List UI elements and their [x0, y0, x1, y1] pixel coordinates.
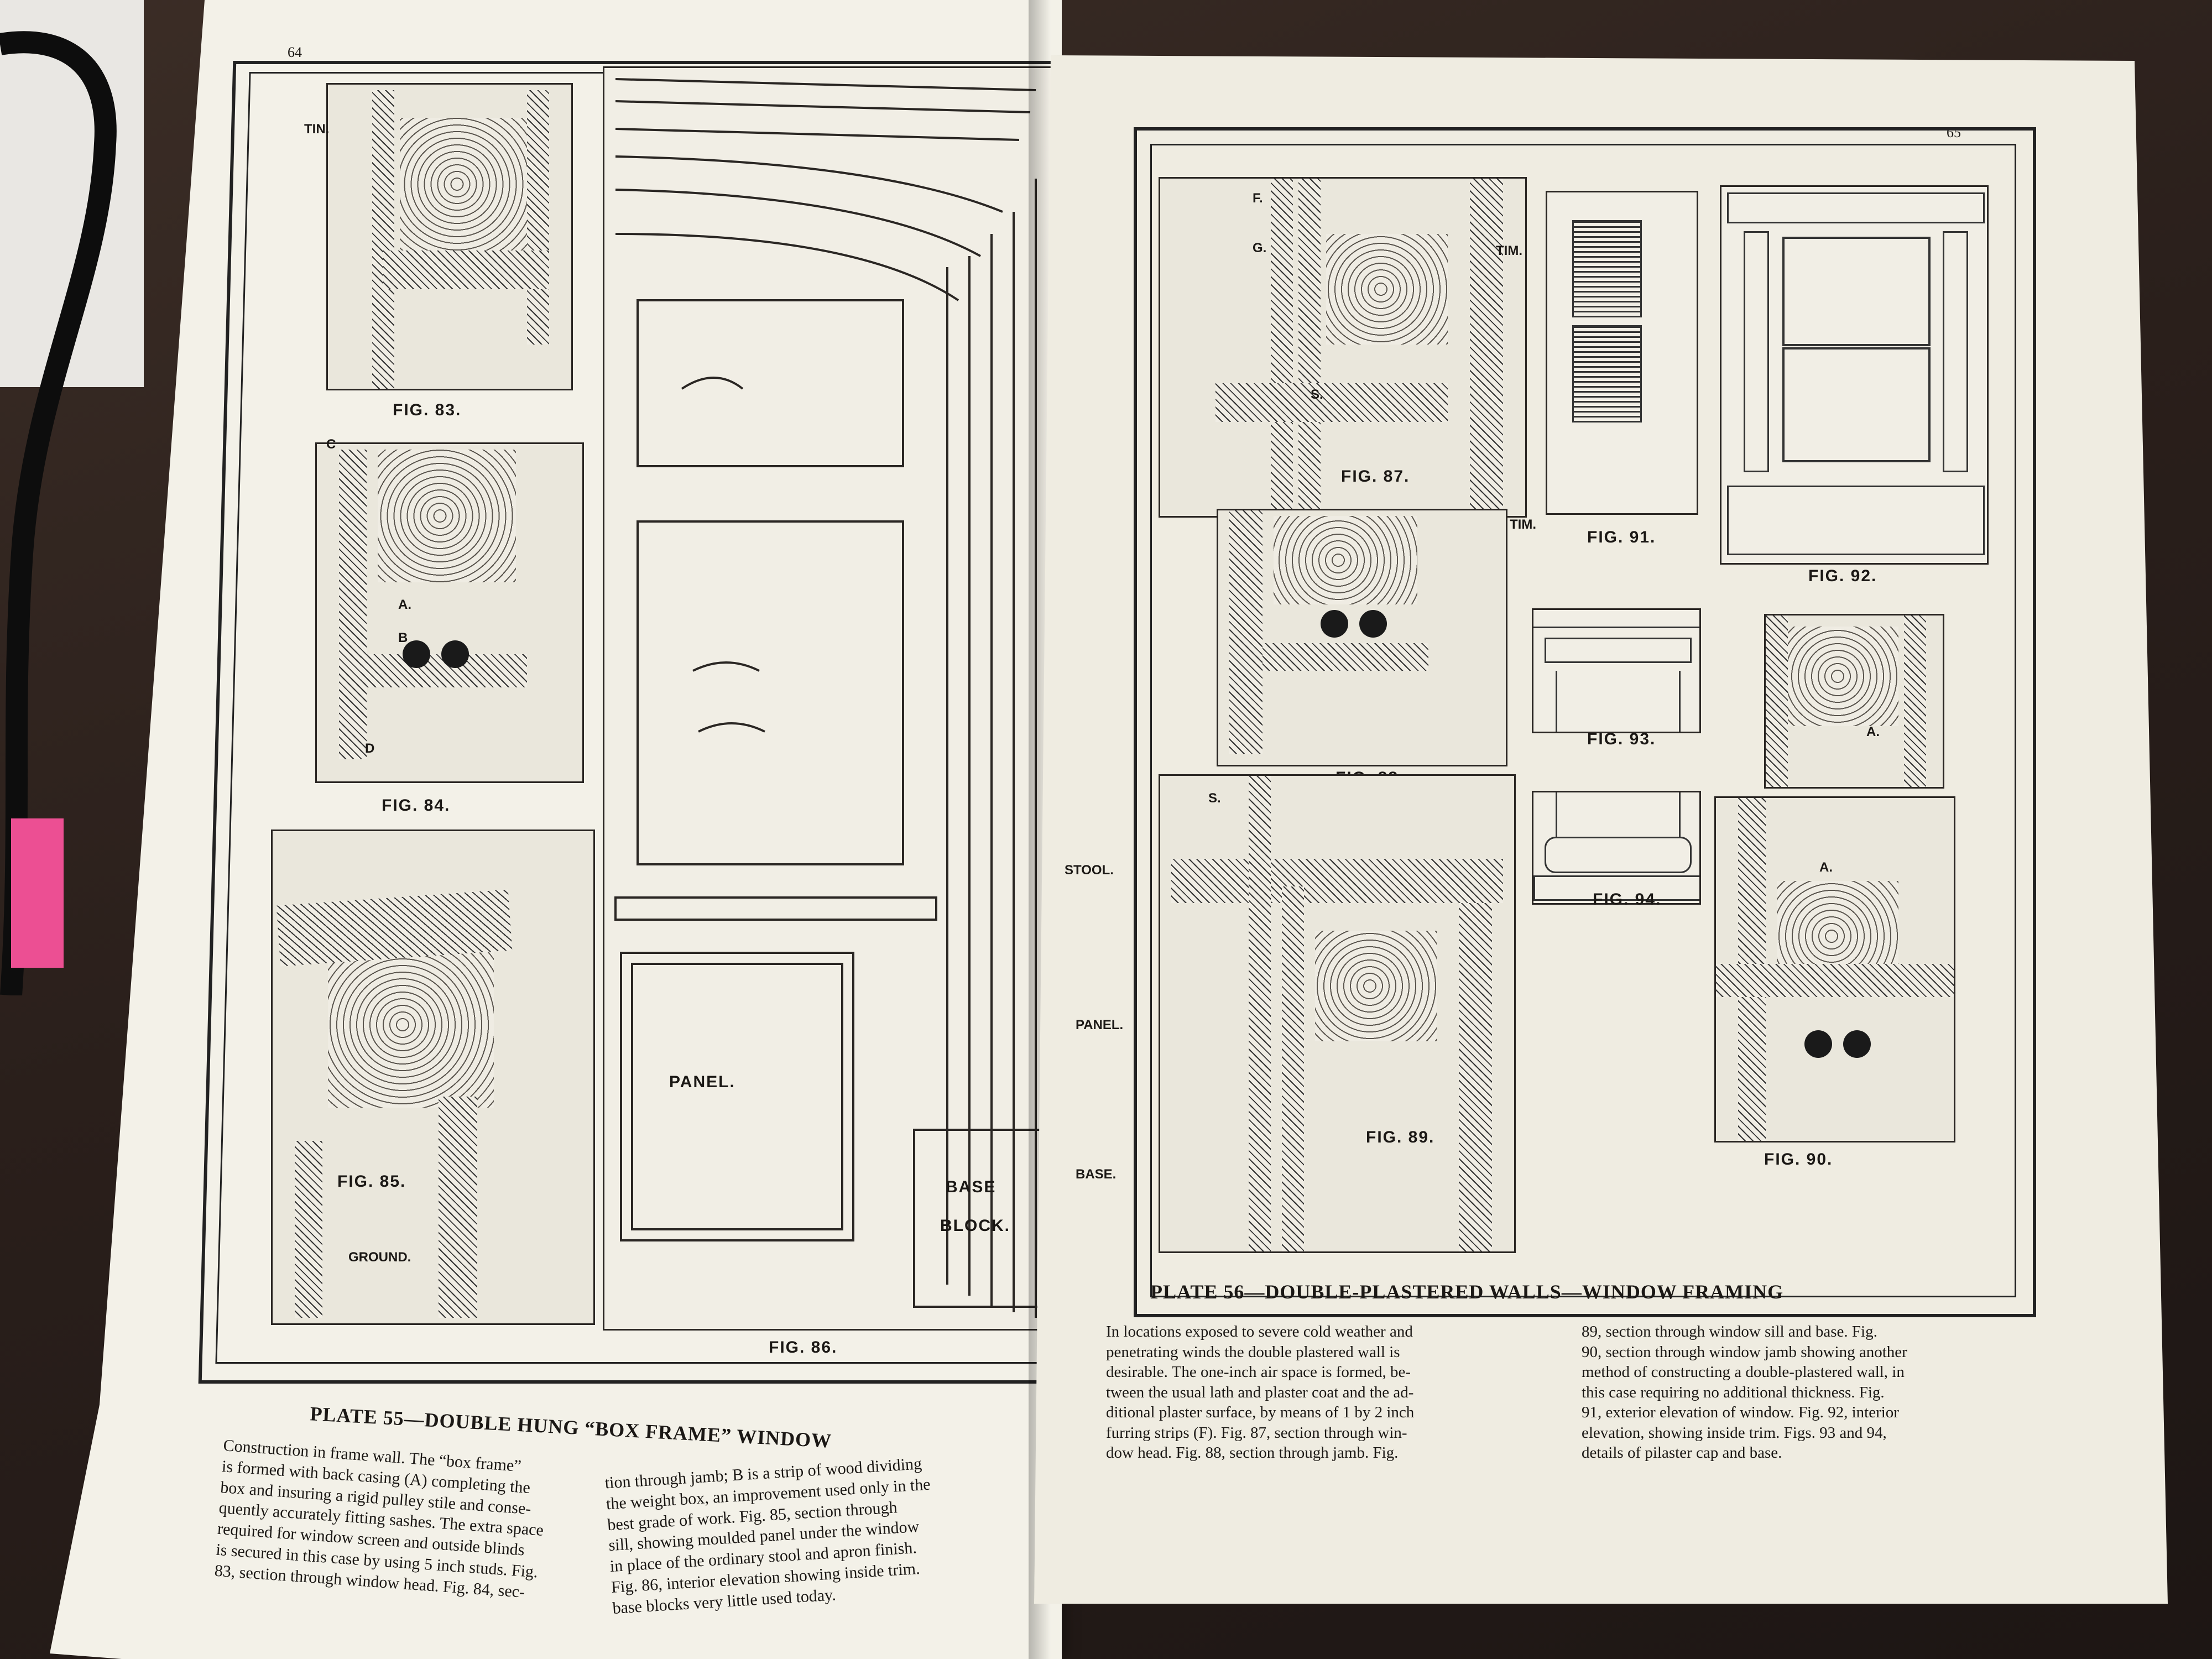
fig-92-label: FIG. 92. [1808, 567, 1877, 585]
black-cable [0, 31, 117, 995]
label-panel: PANEL. [669, 1073, 735, 1091]
label-g: G. [1253, 241, 1267, 255]
caption-line: ditional plaster surface, by means of 1 … [1106, 1404, 1415, 1422]
caption-line: method of constructing a double-plastere… [1582, 1363, 1905, 1381]
fig-90-label: FIG. 90. [1764, 1150, 1833, 1168]
fig-84-drawing [315, 442, 584, 783]
caption-line: 90, section through window jamb showing … [1582, 1343, 1907, 1361]
fig-86-drawing [603, 66, 1060, 1331]
fig-91-drawing [1546, 191, 1698, 515]
label-panel: PANEL. [1076, 1018, 1124, 1032]
label-a: A. [1819, 860, 1833, 875]
fig-87-drawing [1159, 177, 1527, 518]
label-ground: GROUND. [348, 1250, 411, 1265]
caption-line: furring strips (F). Fig. 87, section thr… [1106, 1423, 1407, 1442]
label-d: D [365, 741, 375, 756]
label-tim: TIM. [1510, 517, 1536, 532]
left-page: 64 TIN. FIG. 83. C A. B D FIG. 84. FIG. … [50, 0, 1089, 1659]
label-s: S. [1311, 387, 1323, 402]
fig-90-upper-drawing [1764, 614, 1944, 789]
right-page: 65 TIM. F. G. S. FIG. 87. TIM. FIG. 88. … [1034, 55, 2168, 1604]
caption-line: elevation, showing inside trim. Figs. 93… [1582, 1423, 1887, 1442]
fig-84-label: FIG. 84. [382, 796, 451, 815]
label-stool: STOOL. [1065, 863, 1114, 878]
caption-line: In locations exposed to severe cold weat… [1106, 1323, 1413, 1340]
fig-92-drawing [1720, 185, 1989, 565]
label-base: BASE. [1076, 1167, 1117, 1182]
fig-91-label: FIG. 91. [1587, 528, 1656, 546]
label-f: F. [1253, 191, 1263, 206]
label-block: BLOCK. [940, 1217, 1010, 1235]
fig-94-label: FIG. 94. [1593, 890, 1662, 909]
fig-87-label: FIG. 87. [1341, 467, 1410, 486]
caption-line: 89, section through window sill and base… [1582, 1323, 1877, 1340]
plate-55-title: PLATE 55—DOUBLE HUNG “BOX FRAME” WINDOW [309, 1402, 833, 1452]
plate-55-caption-col2: tion through jamb; B is a strip of wood … [604, 1447, 1033, 1619]
page-number: 64 [288, 44, 302, 60]
pink-sticky-note [11, 818, 64, 968]
caption-line: 91, exterior elevation of window. Fig. 9… [1582, 1404, 1899, 1422]
label-a: A. [1866, 724, 1880, 739]
fig-90-drawing [1714, 796, 1955, 1142]
caption-line: dow head. Fig. 88, section through jamb.… [1106, 1444, 1399, 1462]
plate-55-caption-col1: Construction in frame wall. The “box fra… [214, 1435, 622, 1609]
fig-86-label: FIG. 86. [769, 1338, 838, 1357]
fig-89-drawing [1159, 774, 1516, 1253]
caption-line: tween the usual lath and plaster coat an… [1106, 1383, 1414, 1401]
caption-line: penetrating winds the double plastered w… [1106, 1343, 1400, 1361]
label-s: S. [1208, 791, 1221, 806]
plate-frame [1134, 127, 2036, 1317]
label-b: B [398, 630, 408, 645]
fig-88-drawing [1217, 509, 1507, 766]
plate-56-title: PLATE 56—DOUBLE-PLASTERED WALLS—WINDOW F… [1150, 1281, 1784, 1303]
caption-line: this case requiring no additional thickn… [1582, 1383, 1885, 1401]
plate-inner-frame [1150, 144, 2016, 1297]
label-tim: TIM. [1496, 243, 1522, 258]
caption-line: desirable. The one-inch air space is for… [1106, 1363, 1411, 1381]
plate-56-caption-col2: 89, section through window sill and base… [1582, 1322, 2002, 1463]
label-c: C [326, 437, 336, 452]
fig-89-label: FIG. 89. [1366, 1128, 1435, 1146]
fig-94-drawing [1532, 791, 1701, 905]
page-number: 65 [1947, 124, 1961, 140]
fig-85-drawing [271, 830, 595, 1325]
label-base: BASE [946, 1178, 997, 1196]
fig-83-label: FIG. 83. [393, 401, 462, 419]
label-a: A. [398, 597, 411, 612]
fig-85-label: FIG. 85. [337, 1172, 406, 1191]
label-tin: TIN. [304, 122, 330, 137]
fig-83-drawing [326, 83, 573, 390]
caption-line: details of pilaster cap and base. [1582, 1444, 1782, 1462]
plate-56-caption-col1: In locations exposed to severe cold weat… [1106, 1322, 1515, 1463]
fig-93-drawing [1532, 608, 1701, 733]
fig-93-label: FIG. 93. [1587, 730, 1656, 748]
